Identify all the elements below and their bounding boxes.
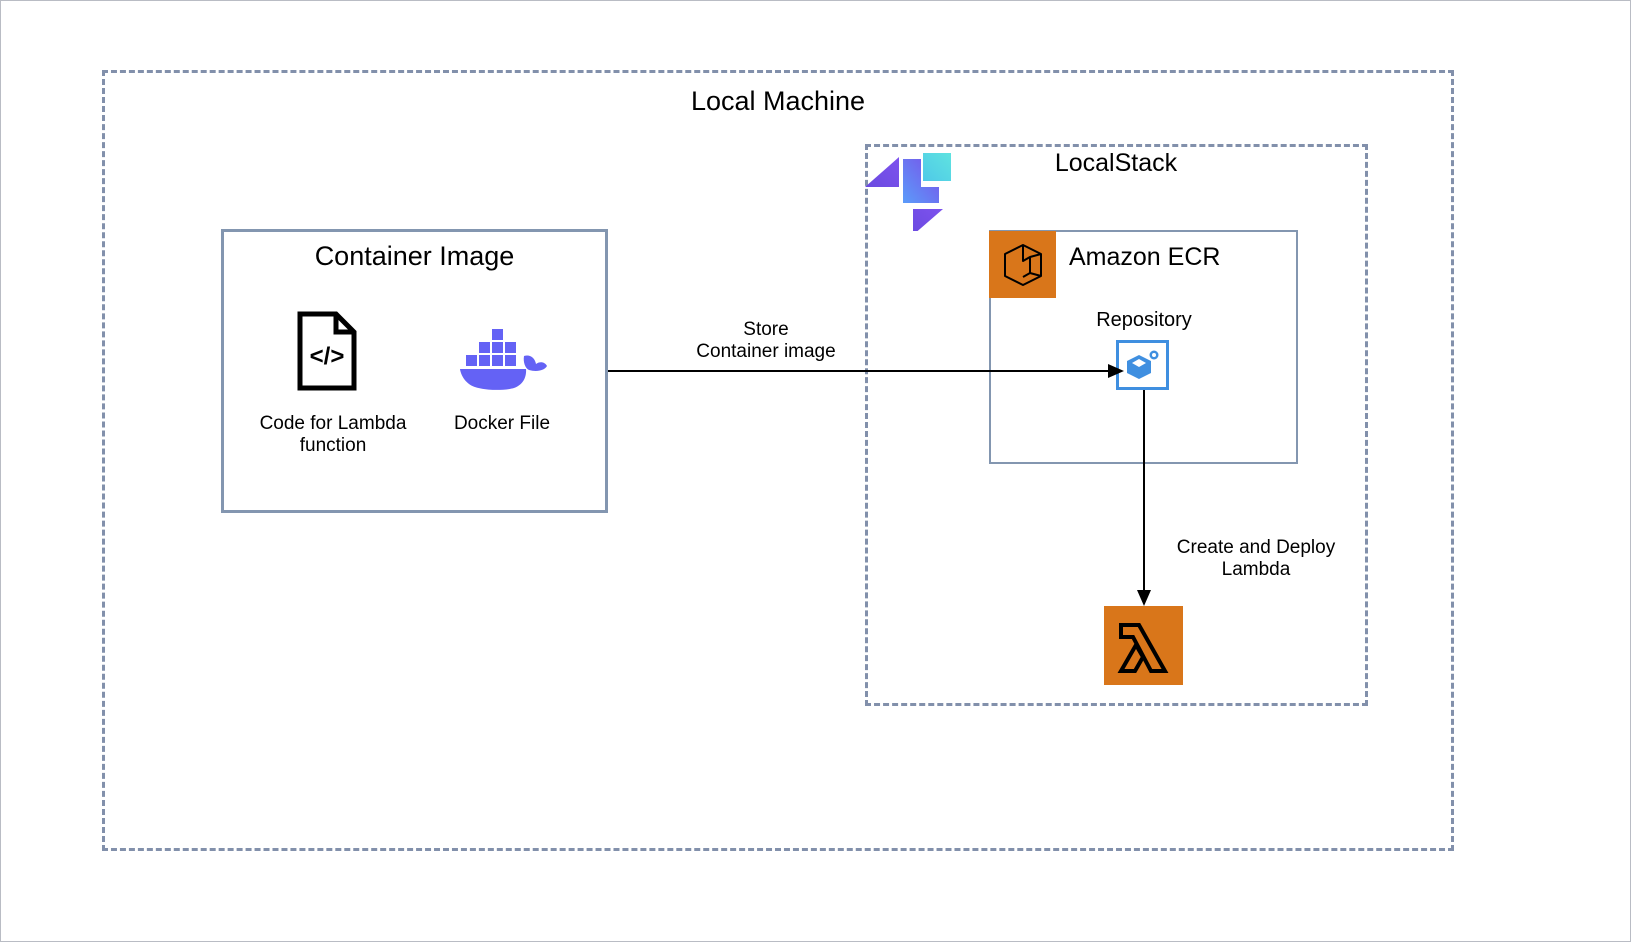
amazon-ecr-icon [989,231,1056,298]
create-deploy-lambda-label: Create and Deploy Lambda [1176,537,1336,581]
aws-lambda-icon [1104,606,1183,685]
localstack-logo-icon [863,149,953,235]
ecr-repository-icon [1116,340,1169,390]
box-container-image-title: Container Image [314,241,515,271]
group-localstack [865,144,1368,706]
store-container-image-label: Store Container image [696,319,836,363]
group-localstack-label: LocalStack [1054,149,1178,177]
group-local-machine-label: Local Machine [690,86,866,116]
repository-label: Repository [1096,309,1192,331]
docker-whale-icon [456,326,548,391]
code-file-label: Code for Lambda function [259,413,407,457]
group-local-machine [102,70,1454,851]
store-container-image-arrow [608,364,1124,378]
create-deploy-lambda-arrow [1137,390,1151,606]
amazon-ecr-label: Amazon ECR [1069,243,1221,271]
docker-file-label: Docker File [453,413,551,434]
svg-text:</>: </> [310,343,345,370]
code-file-icon: </> [296,311,358,391]
box-container-image [221,229,608,513]
